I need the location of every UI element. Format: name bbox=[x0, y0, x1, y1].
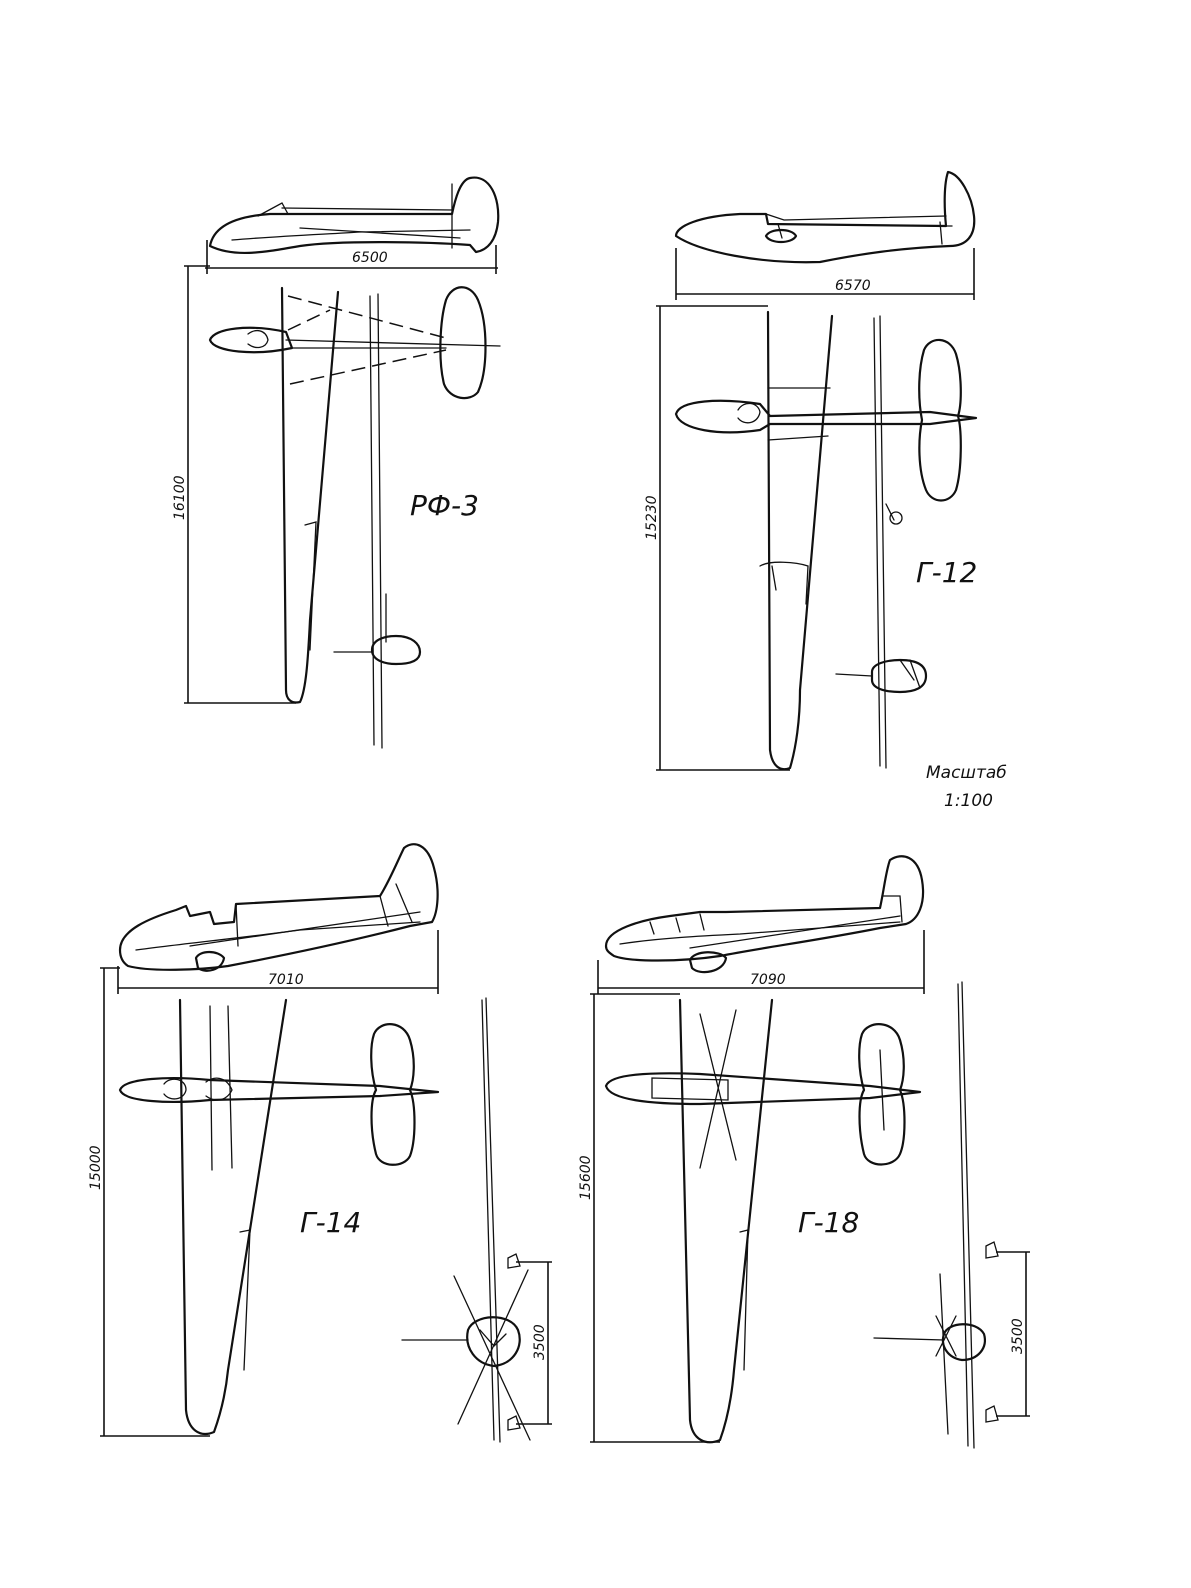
g18-height-dimension: 3500 bbox=[996, 1251, 1030, 1417]
scale-value: 1:100 bbox=[944, 791, 993, 811]
g14-height-label: 3500 bbox=[532, 1324, 548, 1360]
g18-front-view bbox=[873, 981, 999, 1449]
g14-plan-view bbox=[118, 998, 440, 1436]
rf3-side-view bbox=[208, 176, 500, 255]
g12-name-label: Г-12 bbox=[916, 556, 977, 589]
scale-note: Масштаб 1:100 bbox=[926, 763, 1007, 811]
g18-name-label: Г-18 bbox=[798, 1206, 859, 1239]
g14-name-label: Г-14 bbox=[300, 1206, 361, 1239]
g12-span-label: 15230 bbox=[644, 495, 660, 540]
rf3-plan-view bbox=[208, 286, 501, 704]
g14-span-dimension: 15000 bbox=[88, 967, 210, 1437]
g18-height-label: 3500 bbox=[1010, 1318, 1026, 1354]
g18-length-dimension: 7090 bbox=[597, 930, 925, 994]
glider-g18: 7090 15600 bbox=[578, 855, 1030, 1449]
glider-g12: 6570 15230 Г-12 bbox=[644, 170, 978, 771]
g12-length-label: 6570 bbox=[835, 278, 871, 294]
rf3-name-label: РФ-3 bbox=[410, 489, 479, 522]
g12-length-dimension: 6570 bbox=[675, 248, 975, 300]
g18-plan-view bbox=[604, 998, 922, 1444]
rf3-span-dimension: 16100 bbox=[172, 265, 296, 704]
g14-side-view bbox=[118, 843, 439, 972]
g18-span-dimension: 15600 bbox=[578, 993, 720, 1443]
g18-side-view bbox=[604, 855, 925, 974]
g14-length-dimension: 7010 bbox=[117, 930, 439, 994]
g12-span-dimension: 15230 bbox=[644, 305, 790, 771]
rf3-length-dimension: 6500 bbox=[205, 240, 498, 274]
g12-plan-view bbox=[674, 310, 978, 771]
g12-side-view bbox=[674, 170, 976, 264]
g14-height-dimension: 3500 bbox=[516, 1261, 552, 1425]
g14-length-label: 7010 bbox=[268, 972, 304, 988]
rf3-front-view bbox=[333, 293, 422, 749]
glider-rf3: 6500 16100 РФ- bbox=[172, 176, 501, 749]
g18-span-label: 15600 bbox=[578, 1155, 594, 1200]
scale-label: Масштаб bbox=[926, 763, 1007, 783]
g14-front-view bbox=[401, 997, 531, 1443]
rf3-length-label: 6500 bbox=[352, 250, 388, 266]
g18-length-label: 7090 bbox=[750, 972, 786, 988]
g12-front-view bbox=[835, 315, 928, 769]
glider-g14: 7010 15000 bbox=[88, 843, 552, 1443]
g14-span-label: 15000 bbox=[88, 1145, 104, 1190]
rf3-span-label: 16100 bbox=[172, 475, 188, 520]
